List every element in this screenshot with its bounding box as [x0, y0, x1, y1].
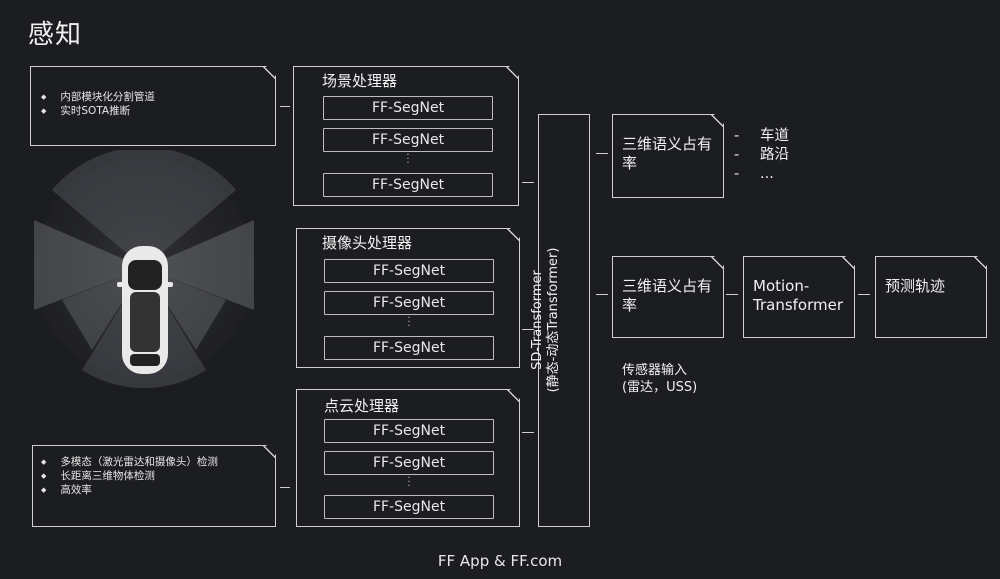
ellipsis-dots: ···: [407, 313, 411, 332]
sd-transformer-label: SD-Transformer (静态-动态Transformer): [530, 248, 600, 393]
car-top-view: [117, 246, 173, 374]
note-item: 多模态（激光雷达和摄像头）检测: [41, 456, 218, 470]
connector: [522, 182, 534, 183]
segnet-module: FF-SegNet: [323, 128, 493, 152]
ellipsis-dots: ···: [407, 473, 411, 492]
right-sensor-cone: [144, 220, 254, 310]
segnet-module: FF-SegNet: [324, 336, 494, 360]
sd-transformer-box: [538, 114, 590, 527]
segnet-module: FF-SegNet: [324, 259, 494, 283]
camera-processor-title: 摄像头处理器: [322, 234, 413, 252]
sd-transformer-name: SD-Transformer: [530, 270, 545, 370]
motion-transformer-label: Motion-Transformer: [753, 277, 844, 314]
note-item: 实时SOTA推断: [41, 105, 155, 119]
segnet-module: FF-SegNet: [324, 291, 494, 315]
note-item: 长距离三维物体检测: [41, 470, 218, 484]
sensor-input-note: 传感器输入 (雷达，USS): [622, 362, 697, 396]
segnet-module: FF-SegNet: [323, 173, 493, 197]
car-sensor-illustration: [34, 150, 254, 389]
connector: [522, 329, 534, 330]
page-title: 感知: [28, 20, 83, 50]
connector: [280, 106, 290, 107]
connector: [726, 294, 738, 295]
output-item: -路沿: [734, 147, 789, 163]
scene-processor-title: 场景处理器: [322, 72, 398, 90]
left-sensor-cone: [34, 220, 144, 310]
pointcloud-processor-title: 点云处理器: [324, 397, 400, 415]
occupancy-label-mid: 三维语义占有率: [622, 277, 713, 314]
output-item: -车道: [734, 128, 789, 144]
output-item: -...: [734, 166, 774, 182]
sensor-input-detail: (雷达，USS): [622, 380, 698, 395]
notes-box-bottom: 多模态（激光雷达和摄像头）检测 长距离三维物体检测 高效率: [32, 445, 276, 527]
segnet-module: FF-SegNet: [324, 451, 494, 475]
connector: [858, 294, 870, 295]
notes-list-bottom: 多模态（激光雷达和摄像头）检测 长距离三维物体检测 高效率: [41, 456, 218, 498]
connector: [596, 294, 608, 295]
footer-text: FF App & FF.com: [437, 552, 563, 570]
segnet-module: FF-SegNet: [324, 419, 494, 443]
occupancy-label-top: 三维语义占有率: [622, 135, 713, 172]
connector: [522, 432, 534, 433]
connector: [280, 487, 290, 488]
sensor-input-label: 传感器输入: [622, 363, 688, 378]
sd-transformer-subtitle: (静态-动态Transformer): [546, 247, 561, 393]
notes-list-top: 内部模块化分割管道 实时SOTA推断: [41, 91, 155, 119]
note-item: 高效率: [41, 484, 218, 498]
segnet-module: FF-SegNet: [323, 96, 493, 120]
occupancy-output-list: -车道 -路沿 -...: [734, 127, 789, 184]
prediction-label: 预测轨迹: [885, 277, 946, 295]
notes-box-top: 内部模块化分割管道 实时SOTA推断: [30, 66, 276, 146]
front-sensor-cone: [52, 150, 236, 268]
note-item: 内部模块化分割管道: [41, 91, 155, 105]
segnet-module: FF-SegNet: [324, 495, 494, 519]
prediction-box: [875, 256, 987, 338]
ellipsis-dots: ···: [406, 150, 410, 169]
connector: [596, 153, 608, 154]
